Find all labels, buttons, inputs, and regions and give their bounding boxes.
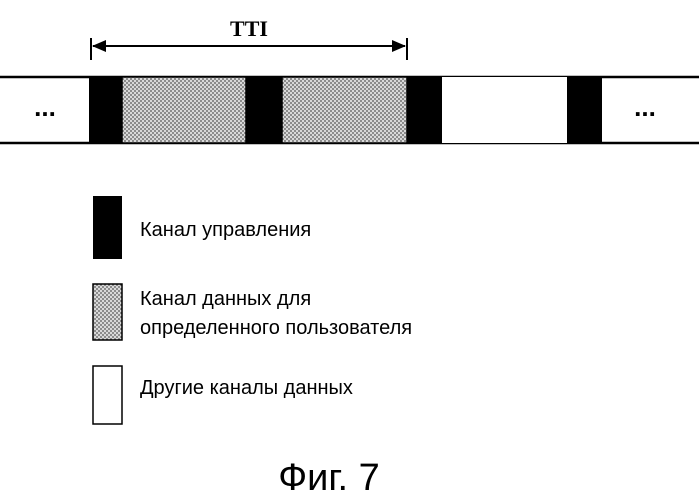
legend-user-data-swatch (93, 284, 122, 340)
legend-control-swatch (93, 196, 122, 259)
ellipsis-right: ... (634, 92, 656, 122)
legend: Канал управления Канал данных для опреде… (93, 196, 412, 424)
user-data-slot (122, 77, 246, 143)
ellipsis-left: ... (34, 92, 56, 122)
control-channel-slot (246, 77, 282, 143)
figure-caption: Фиг. 7 (278, 457, 380, 499)
control-channel-slot (567, 77, 602, 143)
legend-control-label: Канал управления (140, 219, 311, 241)
timeline-strip: ... ... (0, 77, 699, 143)
tti-left-arrow (92, 40, 106, 52)
control-channel-slot (407, 77, 442, 143)
legend-user-data-label-line1: Канал данных для (140, 288, 311, 310)
user-data-slot (282, 77, 407, 143)
tti-right-arrow (392, 40, 406, 52)
legend-other-data-label: Другие каналы данных (140, 377, 353, 399)
tti-dimension: TTI (91, 16, 407, 60)
legend-user-data-label-line2: определенного пользователя (140, 317, 412, 339)
legend-other-data-swatch (93, 366, 122, 424)
other-data-slot (442, 77, 567, 143)
tti-label: TTI (230, 16, 268, 41)
control-channel-slot (89, 77, 122, 143)
